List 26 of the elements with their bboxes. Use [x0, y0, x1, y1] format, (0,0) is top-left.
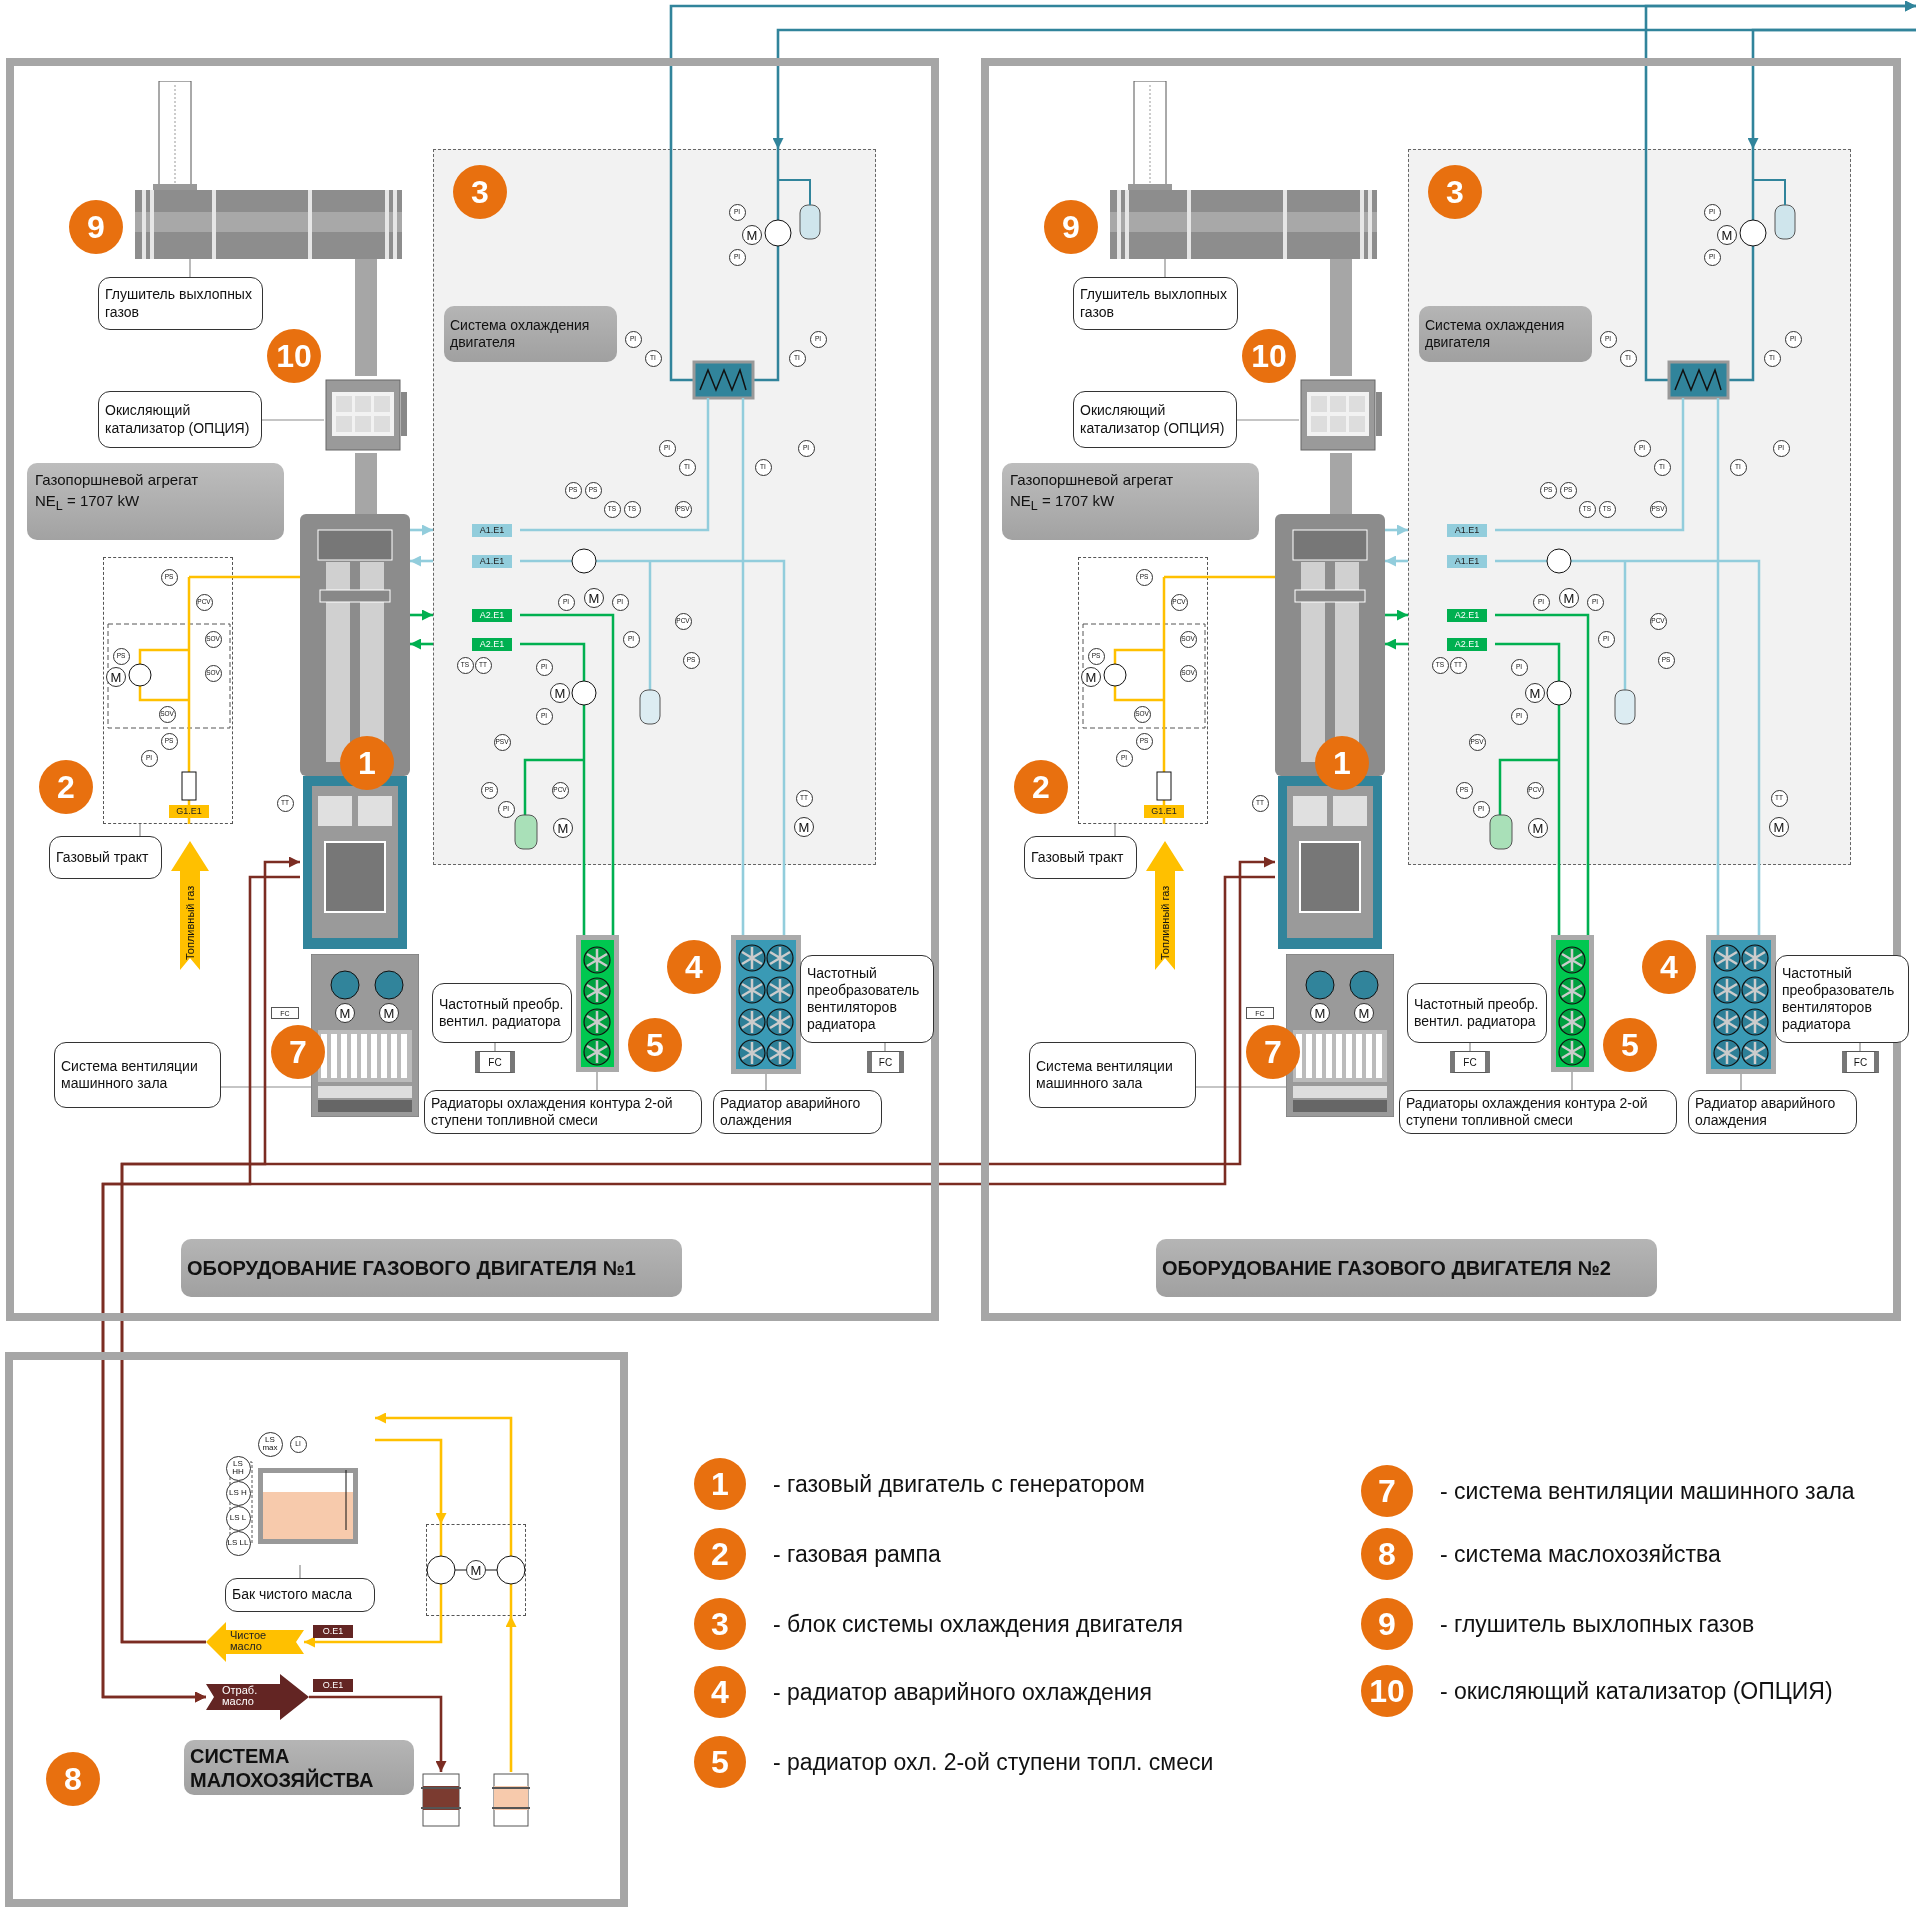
connection-tag: G1.E1 — [169, 804, 209, 818]
area-title: Система охлаждения двигателя — [1419, 306, 1592, 362]
motor-symbol: M — [106, 667, 126, 687]
instrument-symbol: LS max — [257, 1431, 283, 1457]
legend-text: - радиатор охл. 2-ой ступени топл. смеси — [773, 1748, 1214, 1776]
panel-title: ОБОРУДОВАНИЕ ГАЗОВОГО ДВИГАТЕЛЯ №2 — [1156, 1239, 1657, 1297]
legend-text: - газовый двигатель с генератором — [773, 1470, 1145, 1498]
motor-symbol: M — [1081, 667, 1101, 687]
area-title: Система охлаждения двигателя — [444, 306, 617, 362]
instrument-symbol: LS HH — [225, 1455, 251, 1481]
instrument-symbol: LS L — [225, 1505, 251, 1531]
connection-tag: O.E1 — [313, 1678, 353, 1692]
motor-symbol: M — [466, 1560, 486, 1580]
connection-tag: O.E1 — [313, 1624, 353, 1638]
instrument-symbol: LS H — [225, 1480, 251, 1506]
legend-text: - блок системы охлаждения двигателя — [773, 1610, 1183, 1638]
legend-text: - окисляющий катализатор (ОПЦИЯ) — [1440, 1677, 1833, 1705]
instrument-symbol: LS LL — [225, 1530, 251, 1556]
legend-text: - система маслохозяйства — [1440, 1540, 1721, 1568]
legend-text: - радиатор аварийного охлаждения — [773, 1678, 1152, 1706]
connection-tag: G1.E1 — [1144, 804, 1184, 818]
legend-text: - глушитель выхлопных газов — [1440, 1610, 1755, 1638]
panel-title: СИСТЕМА МАЛОХОЗЯЙСТВА — [184, 1740, 414, 1795]
legend-text: - газовая рампа — [773, 1540, 941, 1568]
panel-title: ОБОРУДОВАНИЕ ГАЗОВОГО ДВИГАТЕЛЯ №1 — [181, 1239, 682, 1297]
legend-text: - система вентиляции машинного зала — [1440, 1477, 1855, 1505]
